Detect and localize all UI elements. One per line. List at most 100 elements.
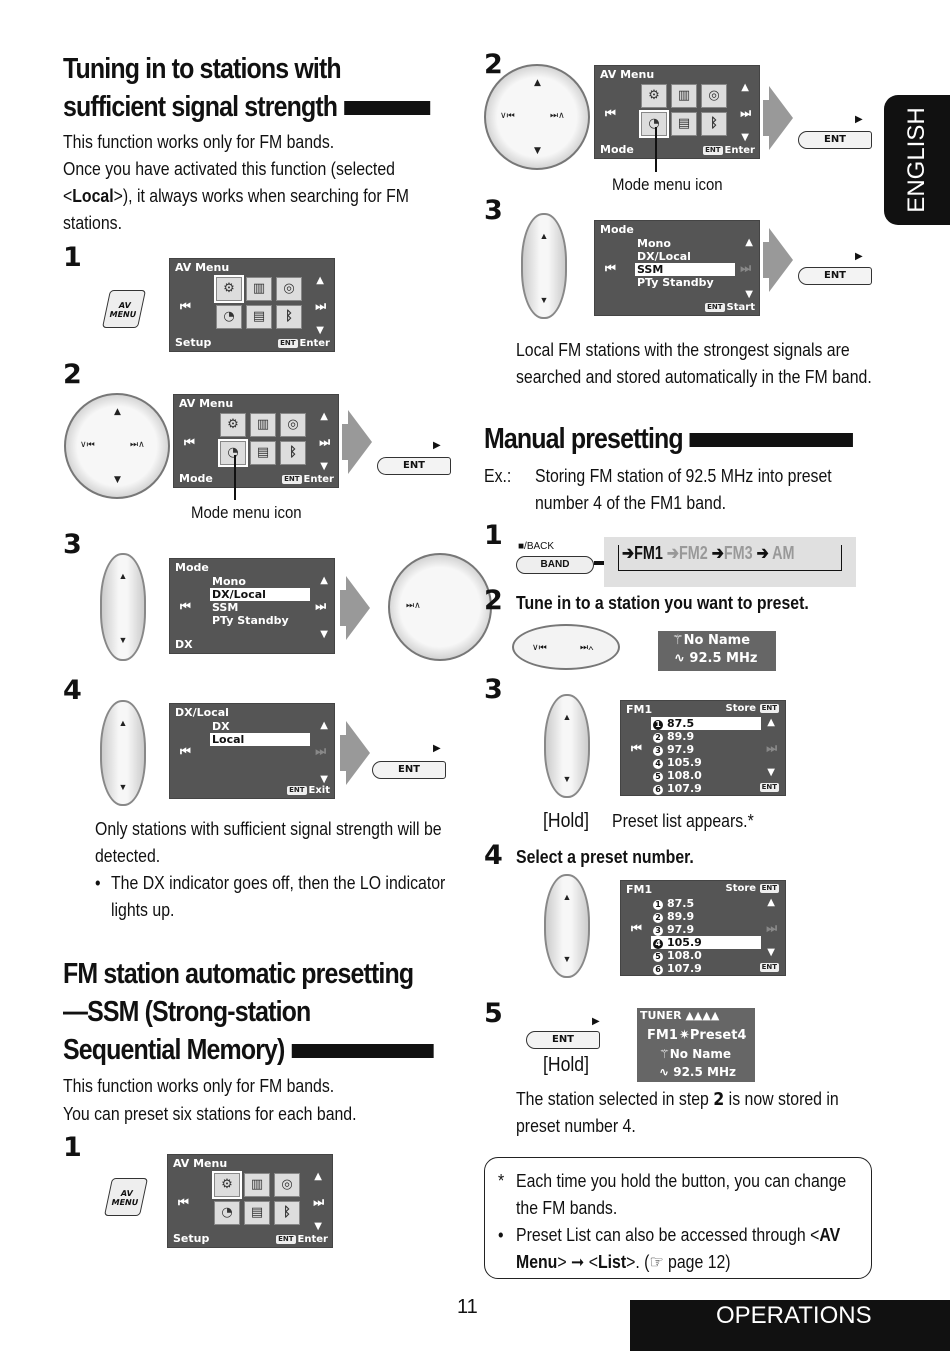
ent-button[interactable]: ENT: [526, 1031, 600, 1049]
skip-back-icon: ⏮: [180, 744, 191, 758]
list-item: PTy Standby: [212, 614, 289, 627]
equalizer-icon: ▥: [244, 1173, 270, 1197]
up-arrow-icon: ▲: [316, 275, 324, 286]
arrow-body: [342, 424, 348, 460]
down-arrow-icon: ▼: [320, 629, 328, 640]
bullet: •: [498, 1225, 504, 1245]
station-name: ⚚No Name: [659, 1047, 732, 1061]
control-dial[interactable]: ▲▼∨⏮⏭∧: [64, 393, 170, 499]
frequency: ∿ 92.5 MHz: [659, 1065, 736, 1079]
skip-back-icon: ⏮: [605, 261, 616, 275]
bluetooth-icon: ᛒ: [280, 441, 306, 465]
text: This function works only for FM bands.: [63, 1076, 335, 1096]
setup-icon: ⚙: [220, 413, 246, 437]
av-menu-button[interactable]: AV MENU: [101, 290, 147, 328]
setup-icon: ⚙: [214, 275, 244, 303]
scroll-wheel[interactable]: ▲▼: [544, 874, 590, 978]
text: preset number 4.: [516, 1116, 636, 1136]
list-item-selected: Local: [210, 733, 310, 746]
callout-line: [655, 127, 657, 172]
mode-screen: Mode Mono DX/Local SSM PTy Standby ⏮⏭ ▲▼…: [169, 558, 335, 654]
text: The DX indicator goes off, then the LO i…: [111, 873, 446, 893]
page-number: 11: [457, 1296, 478, 1318]
text: This function works only for FM bands.: [63, 132, 335, 152]
skip-forward-icon: ⏭: [766, 921, 777, 935]
band-button[interactable]: BAND: [516, 556, 594, 574]
down-arrow-icon: ▼: [741, 132, 749, 143]
hold-label: [Hold]: [543, 1054, 589, 1076]
step-number: 4: [63, 675, 82, 706]
step-number: 3: [484, 674, 503, 705]
ent-button[interactable]: ENT: [372, 761, 446, 779]
av-menu-button[interactable]: AV MENU: [103, 1178, 149, 1216]
step-label: Select a preset number.: [516, 847, 694, 867]
step-number: 2: [484, 585, 503, 616]
scroll-wheel[interactable]: ▲▼: [100, 700, 146, 806]
callout-line: [234, 455, 236, 500]
arrow-body: [763, 242, 769, 278]
ent-button[interactable]: ENT: [798, 131, 872, 149]
screen-header: AV Menu: [179, 397, 234, 410]
screen-header: AV Menu: [173, 1157, 228, 1170]
title-bar: [344, 101, 431, 116]
footnote-star: *: [498, 1171, 505, 1191]
mode-icon: ◔: [214, 1201, 240, 1225]
arrow-body: [340, 735, 346, 771]
down-arrow-icon: ▼: [767, 767, 775, 778]
skip-forward-icon: ⏭: [319, 435, 330, 449]
scroll-wheel[interactable]: ▲▼: [544, 694, 590, 798]
list-item: DX/Local: [637, 250, 691, 263]
scroll-wheel[interactable]: ▲▼: [100, 553, 146, 661]
text: Once you have activated this function (s…: [63, 159, 395, 179]
mode-list: Mono DX/Local SSM PTy Standby: [635, 237, 735, 289]
hold-label: [Hold]: [543, 810, 589, 832]
play-icon: ▶: [855, 114, 863, 125]
skip-back-icon: ⏮: [180, 599, 191, 613]
control-dial-partial[interactable]: ⏭∧: [388, 553, 492, 661]
list-item: PTy Standby: [637, 276, 714, 289]
language-label: ENGLISH: [903, 107, 930, 213]
list-item-selected: DX/Local: [210, 588, 310, 601]
screen-header: AV Menu: [600, 68, 655, 81]
setup-icon: ⚙: [641, 84, 667, 108]
screen-header: FM1: [626, 883, 653, 896]
control-dial[interactable]: ∨⏮⏭∧: [512, 624, 620, 670]
screen-footer: Mode: [600, 143, 634, 156]
bluetooth-icon: ᛒ: [274, 1201, 300, 1225]
callout-label: Mode menu icon: [191, 503, 302, 522]
equalizer-icon: ▥: [671, 84, 697, 108]
frequency: ∿ 92.5 MHz: [674, 651, 758, 666]
equalizer-icon: ▥: [250, 413, 276, 437]
screen-footer: DX: [175, 638, 193, 651]
list-item-selected: SSM: [635, 263, 735, 276]
screen-header: FM1: [626, 703, 653, 716]
section-title-tuning-2: sufficient signal strength: [63, 88, 431, 127]
step-number: 1: [484, 520, 503, 551]
mode-icon: ◔: [639, 110, 669, 138]
list-icon: ▤: [246, 305, 272, 329]
section-title-ssm-2: —SSM (Strong-station: [63, 996, 311, 1028]
text: Storing FM station of 92.5 MHz into pres…: [535, 466, 832, 486]
ent-button[interactable]: ENT: [798, 267, 872, 285]
setup-icon: ⚙: [212, 1171, 242, 1199]
play-icon: ▶: [433, 743, 441, 754]
scroll-wheel[interactable]: ▲▼: [521, 213, 567, 319]
tuner-display: ⚚No Name ∿ 92.5 MHz: [658, 631, 776, 671]
control-dial[interactable]: ▲▼∨⏮⏭∧: [484, 64, 590, 170]
ent-button[interactable]: ENT: [377, 457, 451, 475]
screen-header: AV Menu: [175, 261, 230, 274]
screen-footer: Setup: [173, 1232, 210, 1245]
step-number: 3: [63, 529, 82, 560]
right-arrow-icon: [769, 228, 793, 292]
